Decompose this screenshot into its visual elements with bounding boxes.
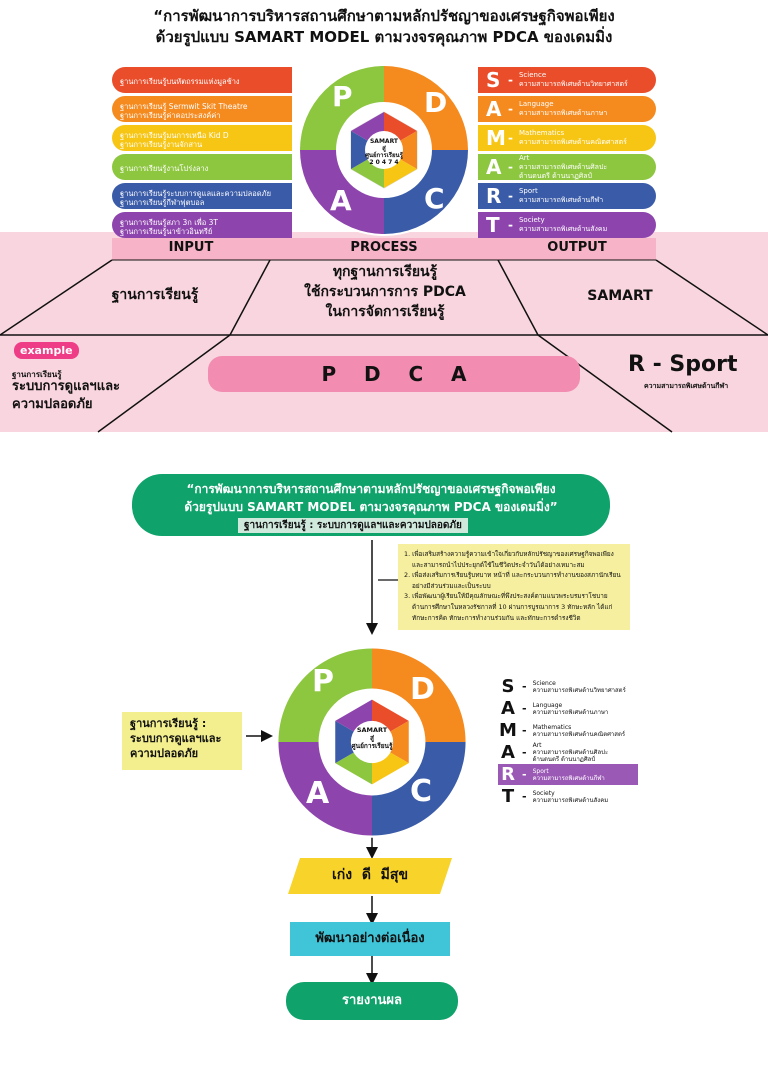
input-bar: ฐานการเรียนรู้บนหัตถรรมแห่งมูลช้าง: [112, 67, 292, 93]
step1-label: เก่ง ดี มีสุข: [331, 867, 409, 883]
header-process: PROCESS: [350, 240, 418, 255]
output-bar-letter: A: [486, 97, 502, 121]
row2-input-small: ฐานการเรียนรู้: [12, 370, 62, 379]
input-bar: ฐานการเรียนรู้ระบบการดูแลและความปลอดภัย …: [112, 183, 292, 209]
bottom-cycle-letter-a: A: [306, 776, 330, 811]
samart-letter: A: [501, 742, 515, 763]
step1-shape: [288, 858, 452, 894]
output-bar-letter: A: [486, 155, 502, 179]
output-bar-dash: -: [508, 102, 513, 116]
input-bar: ฐานการเรียนรู้สภา 3ก เพื่อ 3T ฐานการเรีย…: [112, 212, 292, 238]
cycle-letter-d: D: [424, 86, 448, 119]
output-bar-dash: -: [508, 131, 513, 145]
example-badge: example: [14, 342, 79, 359]
bottom-subtitle: ฐานการเรียนรู้ : ระบบการดูแลฯและความปลอด…: [238, 518, 468, 533]
cycle-letter-a: A: [330, 184, 352, 217]
objective-line: 2. เพื่อส่งเสริมการเรียนรู้บทบาท หน้าที่…: [404, 571, 621, 580]
bottom-cycle-letter-d: D: [410, 672, 435, 707]
bottom-flow-arrows: [246, 540, 400, 985]
samart-dash: -: [522, 768, 527, 781]
objective-line: และสามารถนำไปประยุกต์ใช้ในชีวิตประจำวันไ…: [412, 560, 585, 569]
output-bar-letter: S: [486, 68, 501, 92]
cycle-letter-p: P: [332, 80, 353, 113]
samart-dash: -: [522, 746, 527, 759]
bottom-cycle-center-label: SAMART สู่ ศูนย์การเรียนรู้: [351, 726, 393, 750]
samart-letter: M: [499, 720, 517, 741]
output-bar-dash: -: [508, 73, 513, 87]
objective-line: อย่างมีส่วนร่วมและเป็นระบบ: [412, 581, 491, 590]
top-title: “การพัฒนาการบริหารสถานศึกษาตามหลักปรัชญา…: [153, 7, 615, 46]
row1-output: SAMART: [587, 288, 653, 304]
samart-letter: T: [501, 786, 515, 807]
row1-input: ฐานการเรียนรู้: [111, 287, 199, 303]
header-output: OUTPUT: [547, 240, 607, 255]
step3-box: รายงานผล: [286, 982, 458, 1020]
top-diagram-lines: [0, 238, 768, 433]
samart-dash: -: [522, 702, 527, 715]
input-bar: ฐานการเรียนรู้ Sermwit Skit Theatre ฐานก…: [112, 96, 292, 122]
bottom-left-box: ฐานการเรียนรู้ : ระบบการดูแลฯและ ความปลอ…: [122, 712, 242, 770]
output-bar-letter: M: [486, 126, 506, 150]
row2-output-small: ความสามารถพิเศษด้านกีฬา: [644, 382, 729, 390]
header-input: INPUT: [168, 240, 214, 255]
output-bar-letter: R: [486, 184, 502, 208]
row2-pdca-bar: P D C A: [208, 356, 580, 392]
objective-line: ทักษะการคิด ทักษะการทำงานร่วมกัน และทักษ…: [412, 613, 581, 622]
output-bar-dash: -: [508, 218, 513, 232]
bottom-cycle-letter-p: P: [312, 664, 334, 699]
bottom-pdca-cycle: [276, 646, 468, 838]
objective-line: 3. เพื่อพัฒนาผู้เรียนให้มีคุณลักษณะที่พึ…: [404, 592, 608, 601]
cycle-letter-c: C: [424, 182, 445, 215]
input-bar: ฐานการเรียนรู้มนการเหนือ Kid D ฐานการเรี…: [112, 125, 292, 151]
objectives-box: 1. เพื่อเสริมสร้างความรู้ความเข้าใจเกี่ย…: [398, 544, 630, 630]
samart-letter: S: [501, 676, 515, 697]
output-bar-dash: -: [508, 160, 513, 174]
output-bar-dash: -: [508, 189, 513, 203]
samart-letter: R: [501, 764, 515, 785]
bottom-cycle-letter-c: C: [410, 774, 433, 809]
row1-process: ทุกฐานการเรียนรู้ ใช้กระบวนการการ PDCA ใ…: [304, 264, 466, 320]
input-bar: ฐานการเรียนรู้งานโปร่งลาง: [112, 154, 292, 180]
samart-dash: -: [522, 790, 527, 803]
row2-output: R - Sport: [628, 352, 738, 377]
top-pdca-cycle: [298, 64, 470, 236]
objective-line: ด้านการศึกษาในหลวงรัชกาลที่ 10 ผ่านการบู…: [412, 602, 613, 611]
cycle-center-label: SAMART สู่ ศูนย์การเรียนรู้ 2 0 4 7 4: [365, 138, 403, 166]
samart-dash: -: [522, 724, 527, 737]
row2-input: ระบบการดูแลฯและ ความปลอดภัย: [12, 379, 121, 412]
output-bar-letter: T: [486, 213, 500, 237]
samart-letter: A: [501, 698, 515, 719]
objective-line: 1. เพื่อเสริมสร้างความรู้ความเข้าใจเกี่ย…: [404, 550, 614, 558]
step2-box: พัฒนาอย่างต่อเนื่อง: [290, 922, 450, 956]
samart-dash: -: [522, 680, 527, 693]
io-table-background: [0, 232, 768, 432]
